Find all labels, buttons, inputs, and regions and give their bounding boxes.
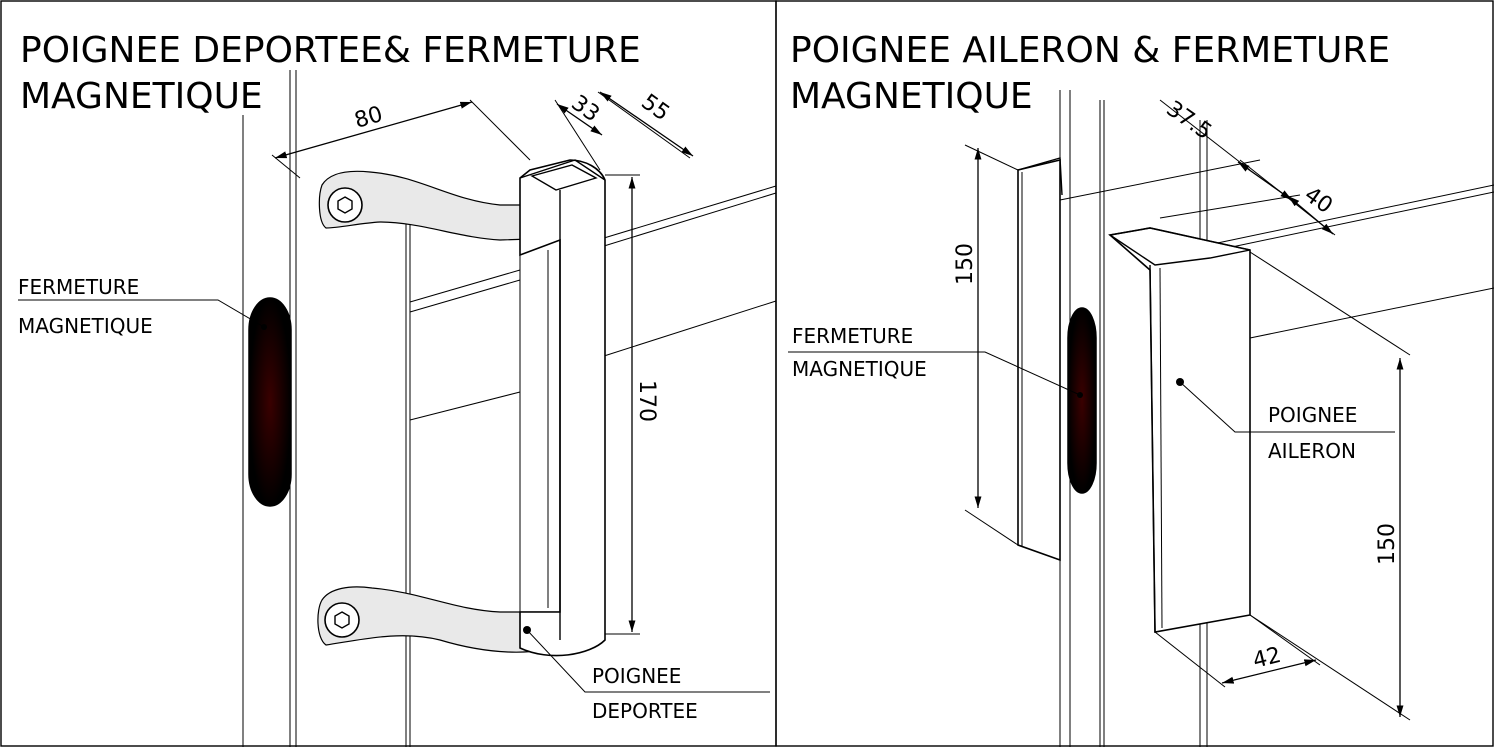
left-dim-width: 80 xyxy=(352,102,386,134)
right-dim-depth-b: 40 xyxy=(1300,182,1337,219)
left-dim-height: 170 xyxy=(634,380,659,422)
left-panel: POIGNEE DEPORTEE& FERMETURE MAGNETIQUE xyxy=(18,30,777,747)
right-label-fermeture-2: MAGNETIQUE xyxy=(792,357,927,381)
right-label-fermeture-1: FERMETURE xyxy=(792,324,913,348)
right-panel: POIGNEE AILERON & FERMETURE MAGNETIQUE 1… xyxy=(788,30,1494,747)
right-dim-height-right: 150 xyxy=(1375,523,1400,565)
magnetic-lock xyxy=(1067,307,1097,494)
left-dim-depth-a: 33 xyxy=(566,91,603,128)
right-dim-height-left: 150 xyxy=(953,243,978,285)
right-title-line1: POIGNEE AILERON & FERMETURE xyxy=(790,30,1390,71)
right-panel-frame xyxy=(775,0,1494,747)
right-title-line2: MAGNETIQUE xyxy=(790,76,1033,117)
left-title-line1: POIGNEE DEPORTEE& FERMETURE xyxy=(20,30,641,71)
bottom-screw-icon xyxy=(324,602,360,638)
right-label-poignee-2: AILERON xyxy=(1268,439,1356,463)
left-label-poignee-1: POIGNEE xyxy=(592,664,681,688)
top-screw-icon xyxy=(327,187,363,223)
left-label-fermeture-1: FERMETURE xyxy=(18,275,139,299)
left-label-poignee-2: DEPORTEE xyxy=(592,699,698,723)
left-title-line2: MAGNETIQUE xyxy=(20,76,263,117)
right-label-poignee-1: POIGNEE xyxy=(1268,403,1357,427)
left-label-fermeture-2: MAGNETIQUE xyxy=(18,314,153,338)
magnetic-lock xyxy=(248,297,292,507)
